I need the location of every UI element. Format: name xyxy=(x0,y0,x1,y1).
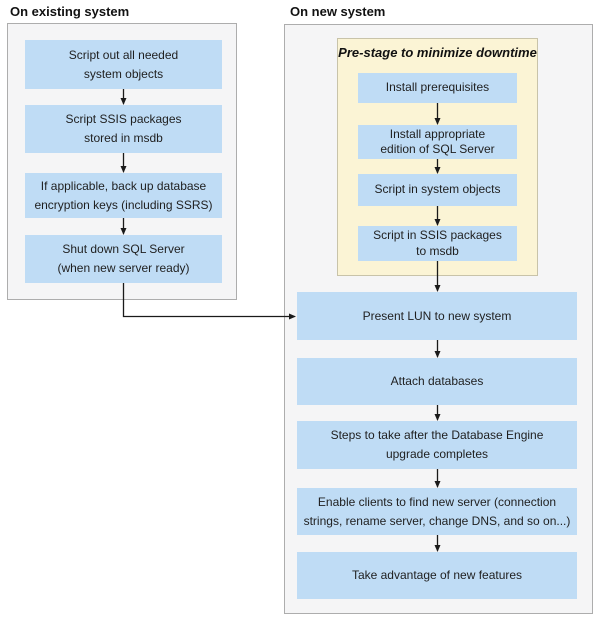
step-attach-databases: Attach databases xyxy=(297,358,577,405)
step-present-lun: Present LUN to new system xyxy=(297,292,577,340)
step-install-sql-server-edition: Install appropriate edition of SQL Serve… xyxy=(358,125,517,159)
prestage-title: Pre-stage to minimize downtime xyxy=(338,45,537,60)
step-take-advantage-new-features: Take advantage of new features xyxy=(297,552,577,599)
existing-system-header: On existing system xyxy=(10,4,130,19)
step-enable-clients: Enable clients to find new server (conne… xyxy=(297,488,577,535)
step-backup-encryption-keys: If applicable, back up database encrypti… xyxy=(25,173,222,218)
step-script-in-system-objects: Script in system objects xyxy=(358,174,517,206)
step-shut-down-sql-server: Shut down SQL Server (when new server re… xyxy=(25,235,222,283)
step-install-prerequisites: Install prerequisites xyxy=(358,73,517,103)
new-system-header: On new system xyxy=(290,4,386,19)
step-script-out-system-objects: Script out all needed system objects xyxy=(25,40,222,89)
step-post-upgrade-steps: Steps to take after the Database Engine … xyxy=(297,421,577,469)
step-script-ssis-packages: Script SSIS packages stored in msdb xyxy=(25,105,222,153)
step-script-in-ssis-packages: Script in SSIS packages to msdb xyxy=(358,226,517,261)
